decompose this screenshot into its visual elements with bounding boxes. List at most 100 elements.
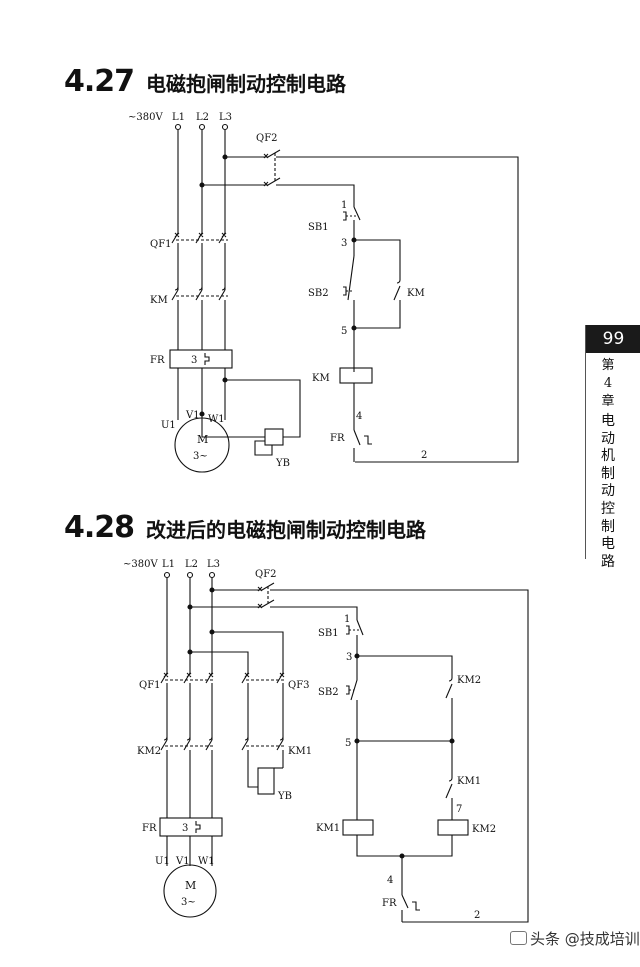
phase-v1: V1 — [185, 410, 200, 421]
qf1-breaker: QF1 — [139, 672, 215, 691]
km-coil-label: KM — [312, 373, 330, 384]
control-wire-l3 — [212, 589, 529, 923]
fr-contact-label: FR — [382, 898, 397, 909]
fr-thermal-relay: FR 3 — [150, 349, 233, 369]
km2-main-contacts: KM2 — [137, 736, 215, 757]
qf2-marks — [257, 586, 263, 609]
km1-interlock-contact — [445, 777, 453, 820]
fr-label: FR — [142, 823, 157, 834]
sb1-label: SB1 — [308, 222, 329, 233]
qf3-label: QF3 — [288, 680, 310, 691]
qf1-breaker: QF1 — [150, 232, 228, 250]
sb1-actuator-icon — [343, 211, 347, 221]
km2-contact-label: KM2 — [457, 675, 481, 686]
line-label-l1: L1 — [162, 559, 175, 570]
km1-coil-label: KM1 — [316, 823, 340, 834]
qf1-label: QF1 — [150, 239, 172, 250]
fr-contact — [401, 894, 409, 922]
line-label-l2: L2 — [196, 112, 209, 123]
yb-brake-coil — [257, 767, 275, 795]
line-label-l3: L3 — [219, 112, 232, 123]
yb-label: YB — [277, 791, 292, 802]
km2-coil-label: KM2 — [472, 824, 496, 835]
fr-element-icon — [204, 353, 210, 365]
km-hold-contact — [354, 279, 401, 329]
sb2-start-button — [350, 656, 358, 820]
node-4: 4 — [356, 411, 362, 422]
diagram-4-28: ~380V L1 L2 L3 QF2 QF1 — [123, 559, 529, 923]
node-4: 4 — [387, 875, 393, 886]
coil-return-bus — [356, 835, 453, 857]
voltage-label: ~380V — [128, 112, 163, 123]
yb-label: YB — [275, 458, 290, 469]
chapter-label: 第4章 — [601, 358, 615, 409]
km-hold-top — [354, 239, 401, 280]
km-main-contacts: KM — [150, 286, 228, 306]
section-heading: 改进后的电磁抱闸制动控制电路 — [146, 518, 427, 542]
control-wire-l2 — [190, 606, 358, 620]
km2-hold-contact — [445, 677, 453, 778]
section-number: 4.27 — [64, 64, 135, 99]
km1-branch-contacts: KM1 — [241, 736, 312, 757]
qf2-marks — [263, 153, 269, 187]
junction — [199, 411, 205, 417]
motor-sub-label: 3~ — [193, 451, 208, 462]
sb2-actuator-icon — [346, 685, 350, 695]
phase-w1: W1 — [198, 856, 215, 867]
chapter-title: 电动机制动控制电路 — [601, 413, 615, 570]
node-2: 2 — [421, 450, 427, 461]
phase-u1: U1 — [161, 420, 176, 431]
km1-coil — [342, 819, 374, 836]
terminal-l3 — [221, 123, 229, 131]
sb2-label: SB2 — [308, 288, 329, 299]
watermark-text: 头条 @技成培训 — [530, 930, 640, 948]
terminal-l1 — [163, 571, 171, 579]
fr-contact-icon — [364, 435, 372, 445]
fr-element-icon — [195, 821, 201, 833]
km2-coil — [437, 819, 469, 836]
junction — [222, 377, 228, 383]
node-2: 2 — [474, 910, 480, 921]
sb2-actuator-icon — [343, 286, 347, 296]
line-label-l3: L3 — [207, 559, 220, 570]
qf3-breaker: QF3 — [241, 672, 310, 691]
terminal-l2 — [198, 123, 206, 131]
node-5: 5 — [345, 738, 351, 749]
km1-contact-label: KM1 — [457, 776, 481, 787]
km-coil — [339, 367, 373, 384]
yb-wire-top — [225, 379, 301, 438]
diagram-4-27: ~380V L1 L2 L3 QF1 KM FR — [128, 112, 519, 473]
qf2-contacts — [267, 149, 281, 186]
fr-label: FR — [150, 355, 165, 366]
qf3-feed-a — [212, 631, 284, 768]
terminal-l3 — [208, 571, 216, 579]
motor-label: M — [197, 433, 208, 446]
phase-w1: W1 — [208, 414, 225, 425]
sb1-stop-button — [356, 619, 364, 656]
qf2-label: QF2 — [255, 569, 277, 580]
section-title-4-28: 4.28 改进后的电磁抱闸制动控制电路 — [64, 510, 426, 545]
qf1-label: QF1 — [139, 680, 161, 691]
chapter-side-tab: 99 第4章 电动机制动控制电路 — [585, 325, 640, 570]
motor-428: M 3~ U1 V1 W1 — [155, 856, 217, 918]
fr-contact-label: FR — [330, 433, 345, 444]
sb1-stop-button — [353, 206, 361, 256]
watermark: 头条 @技成培训 — [510, 928, 640, 949]
line-labels: L1 L2 L3 — [172, 112, 232, 123]
terminal-l1 — [174, 123, 182, 131]
km2-hold-top — [357, 655, 453, 678]
junction — [351, 325, 357, 331]
sb2-label: SB2 — [318, 687, 339, 698]
node-1: 1 — [344, 614, 350, 625]
sb1-label: SB1 — [318, 628, 339, 639]
node-7: 7 — [456, 804, 462, 815]
km-contact-label: KM — [407, 288, 425, 299]
qf3-feed-b — [190, 651, 258, 788]
fr-thermal-relay: FR 3 — [142, 817, 223, 837]
node-5: 5 — [341, 326, 347, 337]
section-number: 4.28 — [64, 510, 135, 545]
fr-number: 3 — [191, 355, 197, 366]
page-number: 99 — [586, 325, 640, 353]
